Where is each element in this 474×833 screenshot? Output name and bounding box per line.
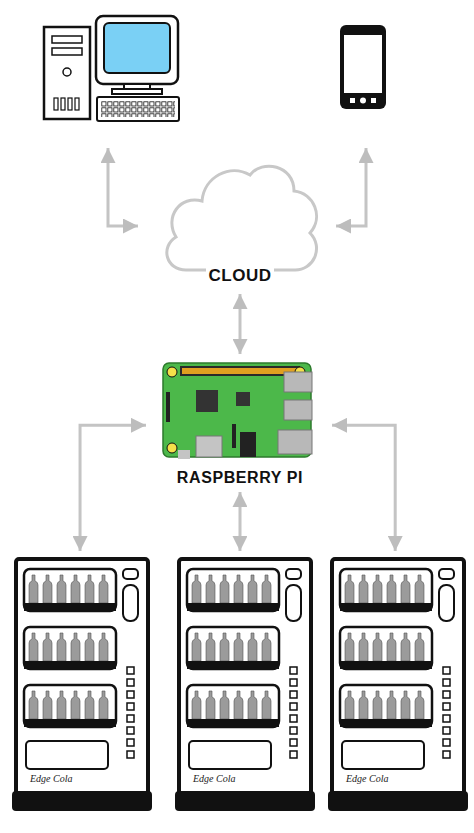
brand-label: Edge Cola: [193, 773, 236, 785]
phone-link-arrow: [336, 148, 366, 226]
computer-link-arrow: [108, 148, 138, 226]
connector-arrow: [239, 294, 242, 354]
brand-label: Edge Cola: [30, 773, 73, 785]
desktop-computer: [44, 16, 179, 121]
label-row: CLOUD: [158, 266, 322, 286]
connector-arrow: [332, 425, 395, 551]
connector-arrow: [80, 425, 146, 551]
cloud-label: CLOUD: [206, 266, 275, 286]
vending-machine-node: Edge Cola: [175, 555, 315, 813]
vending-machine-illustration: [175, 559, 315, 811]
cloud-node: CLOUD: [158, 155, 322, 290]
raspberry-pi-node: RASPBERRY PI: [160, 358, 320, 490]
vending-machine-node: Edge Cola: [12, 555, 152, 813]
smartphone: [340, 25, 386, 109]
label-row: RASPBERRY PI: [160, 468, 320, 488]
brand-label: Edge Cola: [346, 773, 389, 785]
vending-machine-illustration: [12, 559, 152, 811]
vending-machine-illustration: [328, 559, 468, 811]
board-label: RASPBERRY PI: [177, 468, 303, 488]
vending-machine-node: Edge Cola: [328, 555, 468, 813]
raspberry-pi-board: [163, 363, 312, 459]
connector-arrow: [238, 492, 241, 551]
